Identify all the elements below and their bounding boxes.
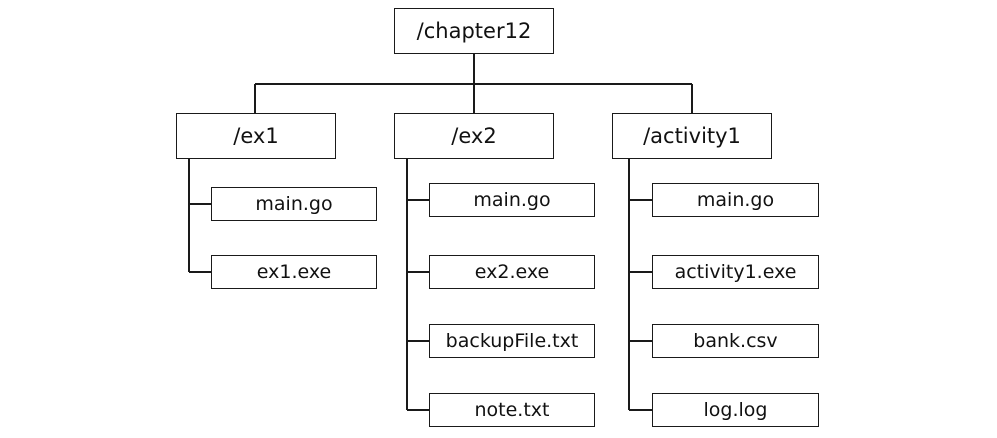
file-node: activity1.exe bbox=[652, 255, 819, 289]
file-node: ex2.exe bbox=[429, 255, 595, 289]
file-node: main.go bbox=[652, 183, 819, 217]
file-node: main.go bbox=[211, 187, 377, 221]
root-folder-node: /chapter12 bbox=[394, 8, 554, 54]
file-node: main.go bbox=[429, 183, 595, 217]
file-node: note.txt bbox=[429, 393, 595, 427]
folder-node-activity1: /activity1 bbox=[612, 113, 772, 159]
file-node: backupFile.txt bbox=[429, 324, 595, 358]
file-node: ex1.exe bbox=[211, 255, 377, 289]
file-node: bank.csv bbox=[652, 324, 819, 358]
file-node: log.log bbox=[652, 393, 819, 427]
folder-node-ex2: /ex2 bbox=[394, 113, 554, 159]
folder-node-ex1: /ex1 bbox=[176, 113, 336, 159]
